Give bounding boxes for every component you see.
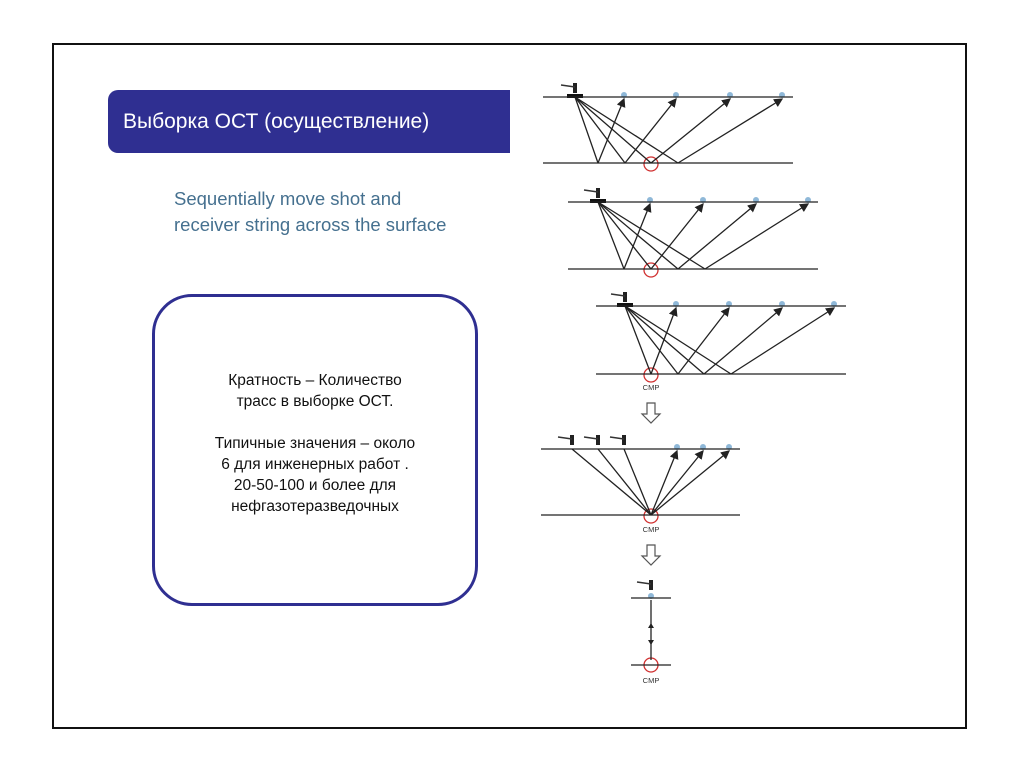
reflected-ray [677,203,757,270]
reflected-ray [623,202,652,270]
shot-gun-icon [623,292,627,302]
slide-title: Выборка ОСТ (осуществление) [108,90,510,153]
text-line: 20-50-100 и более для [233,477,397,494]
reflected-ray [703,307,783,375]
fold-definition: Кратность – Количество трасс в выборке О… [155,370,475,412]
shot-gun-icon [609,436,625,440]
shot-plate-icon [590,199,606,203]
shot-gun-icon [596,435,600,445]
cmp-circle [643,262,659,278]
reflected-ray [650,449,704,516]
text-line: Типичные значения – около [214,435,416,452]
reflected-ray [650,450,731,516]
incident-ray [597,201,625,270]
reflected-ray [704,203,810,270]
reflected-ray [624,97,677,164]
shot-gun-icon [610,293,626,297]
reflected-ray [597,97,626,164]
fold-definition-box: Кратность – Количество трасс в выборке О… [152,294,478,606]
subtitle-line: receiver string across the surface [174,214,447,235]
reflected-ray [677,306,730,375]
shot-gun-icon [636,581,652,585]
shot-gun-icon [583,436,599,440]
incident-ray [624,305,652,375]
incident-ray [571,448,652,516]
cmp-circle [643,508,659,524]
shot-gun-icon [596,188,600,198]
shot-gun-icon [570,435,574,445]
incident-ray [597,201,652,270]
shot-gun-icon [622,435,626,445]
cmp-label: CMP [643,383,660,392]
text-line: 6 для инженерных работ . [221,456,409,473]
text-line: нефгазотеразведочных [231,498,399,515]
incident-ray [597,201,706,270]
reflected-ray [650,306,678,375]
cmp-circle [643,156,659,172]
shot-gun-icon [583,189,599,193]
shot-gun-icon [649,580,653,590]
reflected-ray [650,449,679,516]
reflected-ray [730,307,836,375]
text-line: трасс в выборке ОСТ. [236,393,394,410]
cmp-label: CMP [643,676,660,685]
cmp-circle [643,367,659,383]
incident-ray [574,96,626,164]
incident-ray [624,305,732,375]
shot-plate-icon [567,94,583,98]
typical-values: Типичные значения – около 6 для инженерн… [155,433,475,517]
incident-ray [574,96,679,164]
reflected-ray [650,98,732,164]
text-line: Кратность – Количество [228,372,402,389]
reflected-ray [650,202,704,270]
shot-gun-icon [560,84,576,88]
down-arrow-icon [640,544,662,566]
reflected-ray [677,98,784,164]
cmp-label: CMP [643,525,660,534]
subtitle-line: Sequentially move shot and [174,188,402,209]
slide-frame [52,43,967,729]
incident-ray [597,448,652,516]
shot-plate-icon [617,303,633,307]
shot-gun-icon [573,83,577,93]
incident-ray [624,305,679,375]
down-arrow-icon [640,402,662,424]
incident-ray [574,96,599,164]
incident-ray [623,448,652,516]
slide-subtitle: Sequentially move shot and receiver stri… [174,186,514,238]
incident-ray [574,96,652,164]
shot-gun-icon [557,436,573,440]
